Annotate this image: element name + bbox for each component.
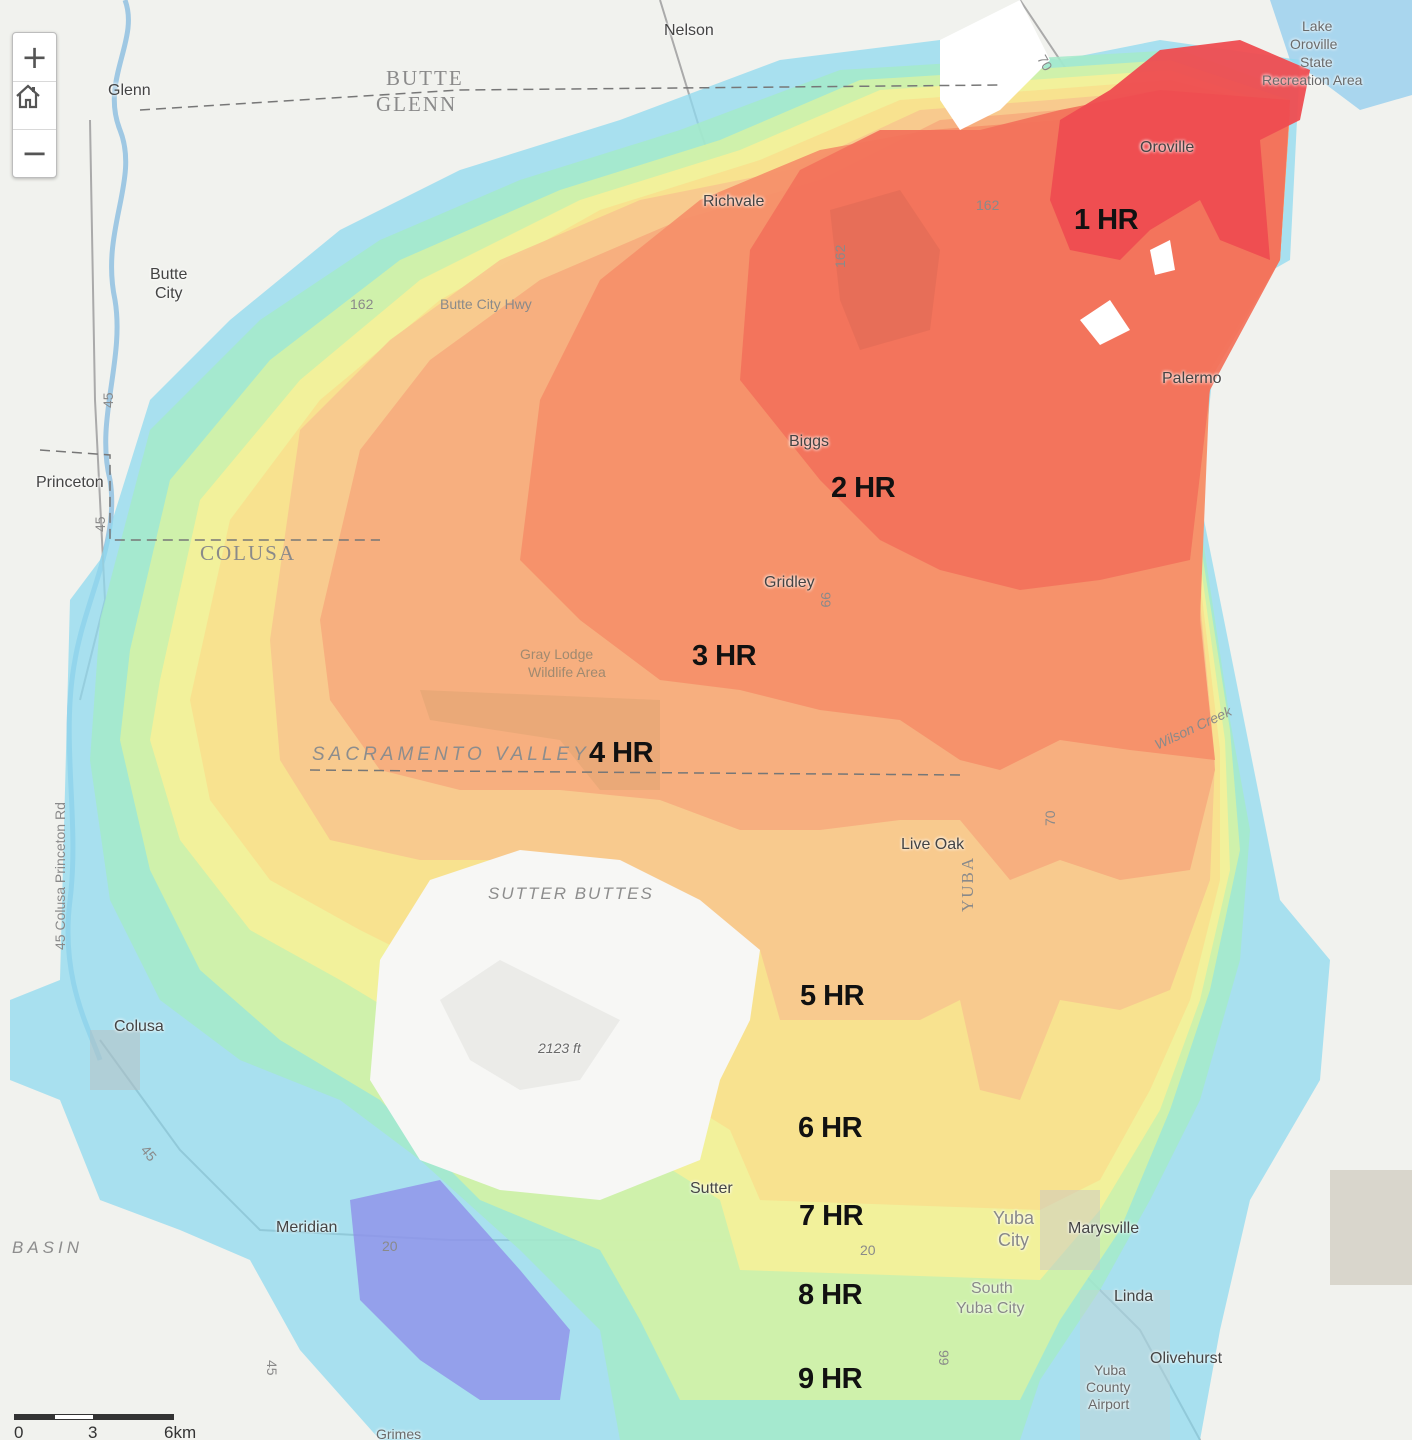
- label-yuba-city-1: Yuba: [993, 1208, 1035, 1228]
- county-boundary-north: [139, 84, 1001, 111]
- zone-2-dark-patch: [830, 190, 940, 350]
- label-elevation: 2123 ft: [538, 1040, 581, 1056]
- zone-label-3hr: 3 HR: [692, 640, 757, 672]
- zone-label-1hr: 1 HR: [1074, 204, 1139, 236]
- road-162-b: 162: [976, 197, 1000, 213]
- airport-area: [1080, 1290, 1170, 1440]
- road-70-b: 70: [1042, 810, 1058, 826]
- road-butte-city-hwy: Butte City Hwy: [440, 296, 532, 312]
- label-linda: Linda: [1114, 1288, 1154, 1305]
- label-butte-city-2: City: [155, 285, 183, 302]
- zone-label-5hr: 5 HR: [800, 980, 865, 1012]
- label-lake-3: State: [1300, 54, 1333, 70]
- road-20-a: 20: [382, 1238, 398, 1254]
- road-colusa-princeton: 45 Colusa Princeton Rd: [52, 802, 68, 950]
- buttes-shade: [440, 960, 620, 1090]
- zoom-control: + −: [12, 32, 57, 178]
- scale-label-0: 0: [14, 1423, 24, 1440]
- road-99-a: 99: [818, 592, 834, 608]
- label-lake-4: Recreation Area: [1262, 72, 1363, 88]
- zone-label-9hr: 9 HR: [798, 1363, 863, 1395]
- road-162-c: 162: [832, 244, 848, 268]
- road-45-a: 45: [100, 392, 116, 408]
- lake-oroville: [1270, 0, 1412, 110]
- scale-label-6km: 6km: [164, 1423, 197, 1440]
- county-boundary-west: [39, 449, 380, 541]
- label-princeton: Princeton: [36, 474, 104, 491]
- zone-label-7hr: 7 HR: [799, 1200, 864, 1232]
- label-airport-3: Airport: [1088, 1396, 1130, 1412]
- label-richvale: Richvale: [703, 193, 765, 210]
- label-airport-1: Yuba: [1094, 1362, 1126, 1378]
- label-meridian: Meridian: [276, 1219, 338, 1236]
- road-99-b: 99: [936, 1350, 952, 1366]
- label-yuba: YUBA: [958, 855, 977, 912]
- label-olivehurst: Olivehurst: [1150, 1350, 1223, 1367]
- label-gray-lodge-2: Wildlife Area: [528, 664, 606, 680]
- label-grimes: Grimes: [376, 1426, 422, 1440]
- marysville-area: [1040, 1190, 1100, 1270]
- home-icon: [16, 84, 40, 109]
- minus-icon: −: [21, 134, 48, 172]
- scale-bar: [14, 1412, 174, 1422]
- zone-label-6hr: 6 HR: [798, 1112, 863, 1144]
- label-marysville: Marysville: [1068, 1220, 1140, 1237]
- zone-11-extent: [350, 1180, 570, 1400]
- label-sutter-buttes: SUTTER BUTTES: [488, 884, 654, 903]
- zone-label-8hr: 8 HR: [798, 1279, 863, 1311]
- label-lake-1: Lake: [1302, 18, 1333, 34]
- label-colusa: Colusa: [114, 1018, 164, 1035]
- road-45-b: 45: [92, 516, 108, 532]
- terrain-patch: [1330, 1170, 1412, 1285]
- label-basin: BASIN: [12, 1238, 84, 1257]
- label-gray-lodge-1: Gray Lodge: [520, 646, 594, 662]
- road-162-a: 162: [350, 296, 374, 312]
- zone-label-4hr: 4 HR: [589, 737, 654, 769]
- plus-icon: +: [21, 38, 48, 76]
- no-data-patch: [1150, 240, 1175, 275]
- label-butte-city-1: Butte: [150, 266, 188, 283]
- gray-lodge-area: [420, 690, 660, 790]
- label-sutter: Sutter: [690, 1180, 733, 1197]
- label-palermo: Palermo: [1162, 370, 1222, 387]
- label-glenn: Glenn: [108, 82, 151, 99]
- label-lake-2: Oroville: [1290, 36, 1338, 52]
- label-biggs: Biggs: [789, 433, 830, 450]
- home-button[interactable]: [13, 81, 56, 130]
- zoom-in-button[interactable]: +: [13, 33, 56, 82]
- label-live-oak: Live Oak: [901, 836, 965, 853]
- zoom-out-button[interactable]: −: [13, 129, 56, 177]
- colusa-town: [90, 1030, 140, 1090]
- label-south-yuba-1: South: [971, 1280, 1013, 1297]
- zone-label-2hr: 2 HR: [831, 472, 896, 504]
- zone-1-extent: [1050, 40, 1310, 260]
- label-gridley: Gridley: [764, 574, 815, 591]
- label-south-yuba-2: Yuba City: [956, 1300, 1025, 1317]
- label-county-colusa: COLUSA: [200, 541, 297, 565]
- no-data-patch: [1080, 300, 1130, 345]
- label-airport-2: County: [1086, 1379, 1131, 1395]
- road-45-d: 45: [264, 1360, 280, 1376]
- label-oroville: Oroville: [1140, 139, 1195, 156]
- county-boundary-south: [309, 769, 961, 776]
- label-sacramento-valley: SACRAMENTO VALLEY: [312, 744, 590, 765]
- road-20-b: 20: [860, 1242, 876, 1258]
- label-yuba-city-2: City: [998, 1230, 1029, 1250]
- label-county-glenn: GLENN: [376, 92, 458, 116]
- foothills-patch: [940, 0, 1050, 130]
- label-county-butte: BUTTE: [386, 66, 464, 90]
- scale-label-3: 3: [88, 1423, 98, 1440]
- label-nelson: Nelson: [664, 22, 714, 39]
